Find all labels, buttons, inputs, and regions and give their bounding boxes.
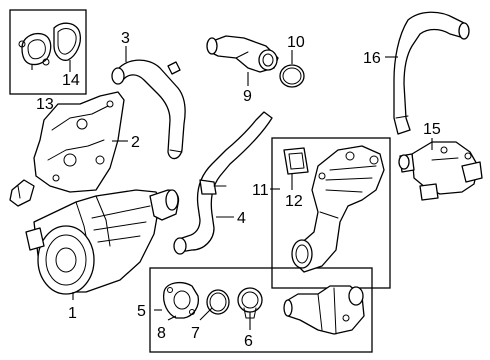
callout-15: 15 xyxy=(423,121,441,138)
callout-13: 13 xyxy=(36,96,54,113)
callout-4: 4 xyxy=(237,210,246,227)
part-10-oring xyxy=(279,64,305,88)
part-13-plate xyxy=(18,32,52,66)
callout-14: 14 xyxy=(62,72,80,89)
callout-11: 11 xyxy=(252,182,269,199)
callout-10: 10 xyxy=(287,34,305,51)
part-9-fitting xyxy=(206,35,279,73)
part-14-seal xyxy=(53,22,82,61)
callout-2: 2 xyxy=(131,134,140,151)
leader-8 xyxy=(167,315,177,321)
part-1-pump xyxy=(25,189,180,295)
callout-12: 12 xyxy=(285,193,303,210)
part-3-hose xyxy=(111,59,186,160)
part-2-bracket xyxy=(9,91,125,207)
part-8-flange xyxy=(162,281,200,319)
callout-8: 8 xyxy=(157,325,166,342)
callout-7: 7 xyxy=(191,325,200,342)
part-11-housing xyxy=(291,145,385,273)
callout-16: 16 xyxy=(363,50,381,67)
part-15-pump xyxy=(398,141,483,201)
part-6-thermostat xyxy=(237,287,263,319)
box-13 xyxy=(9,9,87,95)
part-16-hose xyxy=(393,11,470,135)
callout-3: 3 xyxy=(121,30,130,47)
callout-1: 1 xyxy=(68,305,77,322)
part-7-oring xyxy=(206,289,230,315)
leader-7 xyxy=(199,307,213,321)
callout-6: 6 xyxy=(244,333,253,350)
part-4-hose xyxy=(173,111,273,255)
part-12-gasket xyxy=(283,147,309,175)
box-5 xyxy=(149,267,373,353)
thermostat-housing xyxy=(283,285,365,335)
callout-9: 9 xyxy=(243,88,252,105)
callout-5: 5 xyxy=(137,303,146,320)
